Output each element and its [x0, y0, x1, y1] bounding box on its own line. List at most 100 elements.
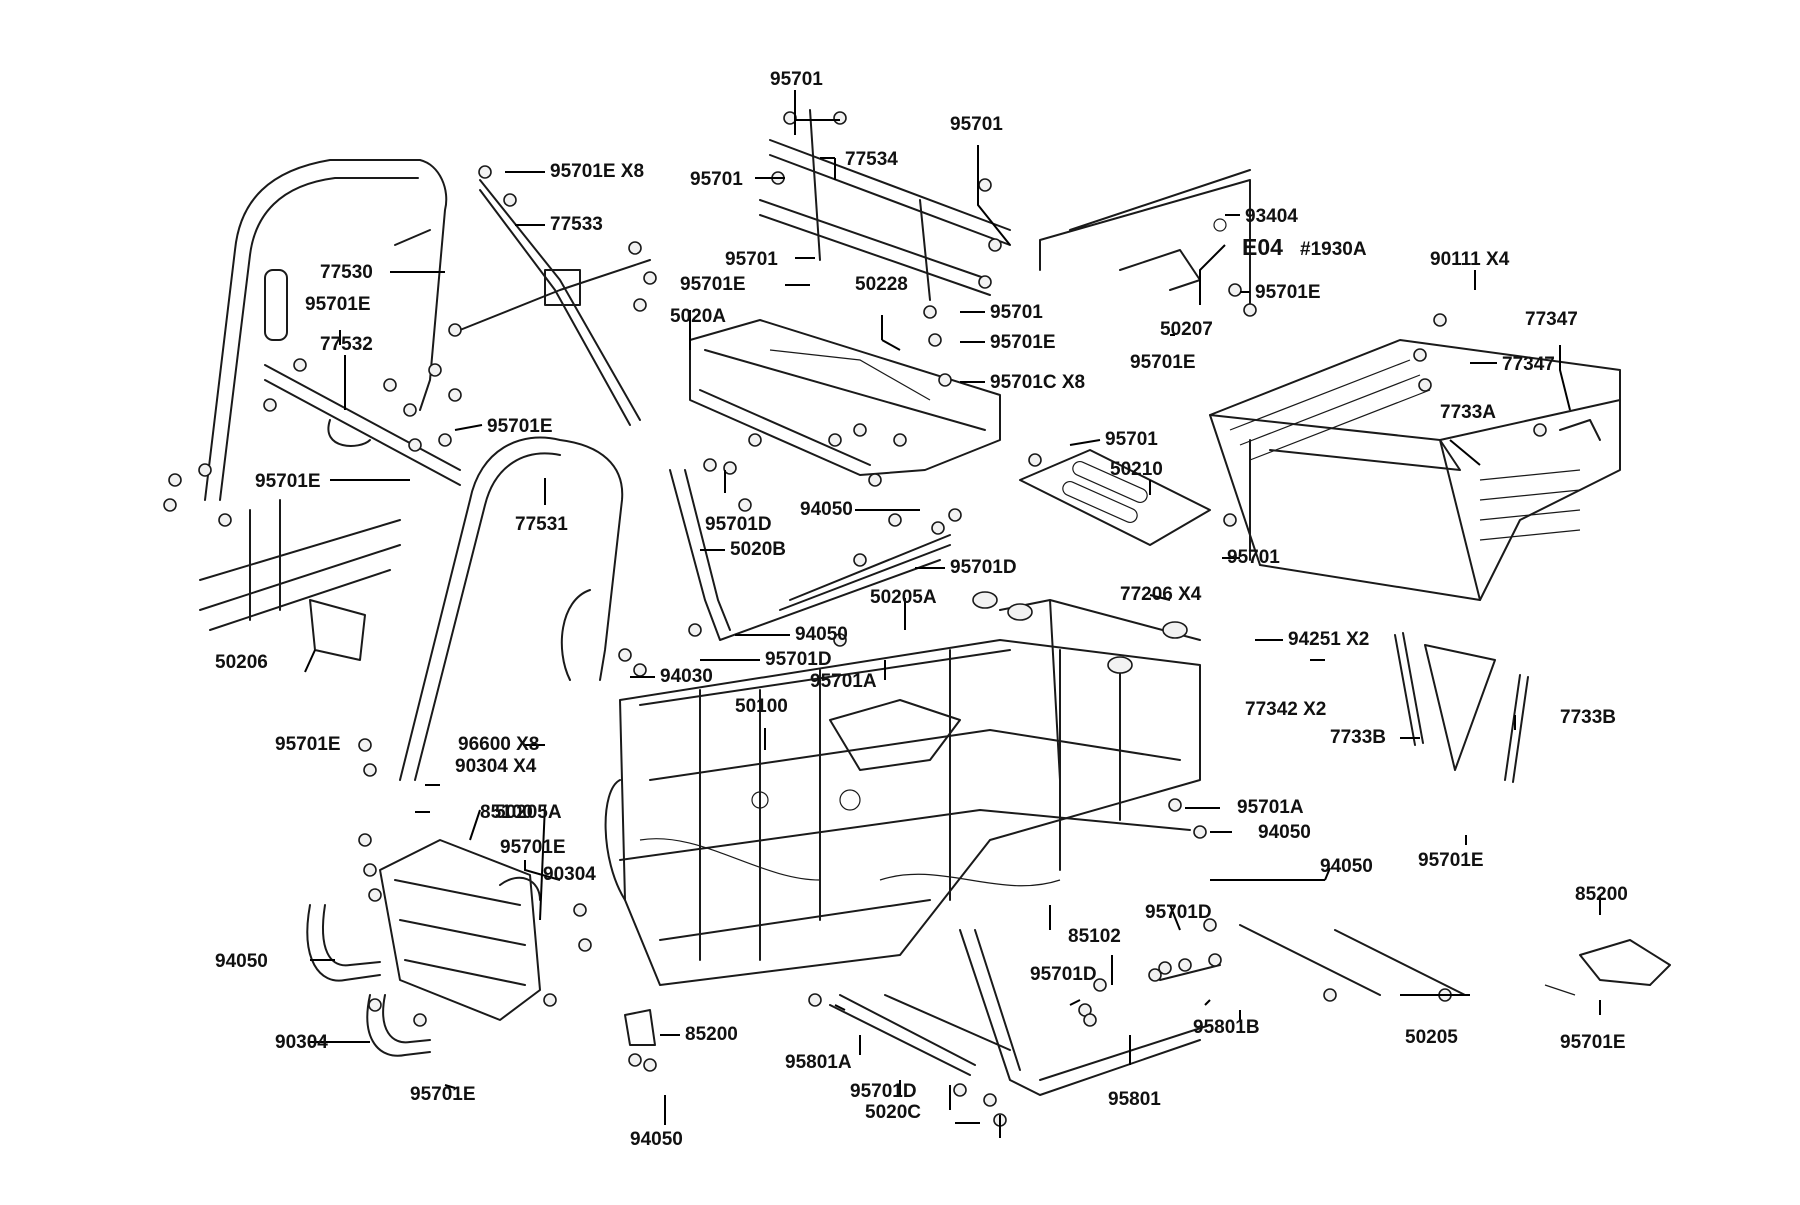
callout-label: 85200: [1575, 884, 1628, 905]
bolt-head-icon: [408, 438, 422, 452]
bolt-head-icon: [938, 373, 952, 387]
callout-label: 50205A: [870, 587, 937, 608]
bolt-head-icon: [368, 998, 382, 1012]
bolt-head-icon: [983, 1093, 997, 1107]
bolt-head-icon: [383, 378, 397, 392]
bolt-head-icon: [888, 513, 902, 527]
callout-label: 95701D: [850, 1081, 917, 1102]
bolt-head-icon: [703, 458, 717, 472]
callout-label: 95701E: [1130, 352, 1196, 373]
upper-frame-5020a-drawing: [689, 319, 1001, 476]
plate-50210-drawing: [1019, 449, 1211, 546]
bolt-head-icon: [628, 1053, 642, 1067]
frame-bracket-50207-drawing: [1039, 169, 1251, 311]
skid-plate-85102-drawing: [1544, 939, 1671, 996]
bolt-head-icon: [448, 388, 462, 402]
bolt-head-icon: [293, 358, 307, 372]
bolt-head-icon: [978, 275, 992, 289]
bolt-head-icon: [1093, 978, 1107, 992]
callout-labels: 95701 95701 77534 95701 95701E X8 77533 …: [215, 69, 1628, 1150]
bolt-head-icon: [833, 633, 847, 647]
bolt-head-icon: [438, 433, 452, 447]
callout-label: 7733B: [1560, 707, 1616, 728]
callout-label: 77530: [320, 262, 373, 283]
bolt-head-icon: [748, 433, 762, 447]
bolt-head-icon: [163, 498, 177, 512]
callout-label: 7733B: [1330, 727, 1386, 748]
side-rail-77534-drawing: [759, 109, 1011, 301]
bolt-head-icon: [363, 763, 377, 777]
callout-label: 77531: [515, 514, 568, 535]
bolt-head-icon: [448, 323, 462, 337]
shock-7733b-left-drawing: [1394, 632, 1424, 746]
bolt-head-icon: [688, 623, 702, 637]
callout-label: 50100: [735, 696, 788, 717]
bolt-head-icon: [893, 433, 907, 447]
callout-label: 95701E: [255, 471, 321, 492]
handle-85200-upper-drawing: [306, 904, 381, 982]
callout-label: 95701E: [680, 274, 746, 295]
callout-label: 96600 X8: [458, 734, 539, 755]
callout-label: 95701E: [1255, 282, 1321, 303]
bolt-head-icon: [738, 498, 752, 512]
callout-label: 95701E: [305, 294, 371, 315]
bolt-head-icon: [928, 333, 942, 347]
bolt-head-icon: [428, 363, 442, 377]
callout-label: 77534: [845, 149, 898, 170]
callout-label: 93404: [1245, 206, 1298, 227]
callout-label: 95701C X8: [990, 372, 1085, 393]
callout-label: 94050: [1258, 822, 1311, 843]
bolt-head-icon: [1533, 423, 1547, 437]
callout-label: 95701A: [810, 671, 877, 692]
bolt-head-icon: [978, 178, 992, 192]
callout-label: 95701E: [1560, 1032, 1626, 1053]
callout-label: 50205: [1405, 1027, 1458, 1048]
callout-label: 94050: [795, 624, 848, 645]
callout-label: 95701D: [765, 649, 832, 670]
callout-label: 77532: [320, 334, 373, 355]
bolt-head-icon: [853, 553, 867, 567]
callout-label: 94050: [630, 1129, 683, 1150]
bolt-head-icon: [1413, 348, 1427, 362]
callout-label: 50206: [215, 652, 268, 673]
cargo-box-7733a-drawing: [1209, 339, 1621, 601]
callout-label: 77347: [1525, 309, 1578, 330]
callout-label: 95701E: [487, 416, 553, 437]
callout-label: 95701D: [705, 514, 772, 535]
bolt-head-icon: [1228, 283, 1242, 297]
bolt-head-icon: [1418, 378, 1432, 392]
callout-label: 95701D: [1145, 902, 1212, 923]
callout-label: 95701D: [950, 557, 1017, 578]
bolt-head-icon: [358, 738, 372, 752]
callout-label: 5020C: [865, 1102, 921, 1123]
callout-label: 7733A: [1440, 402, 1496, 423]
bolt-head-icon: [931, 521, 945, 535]
bolt-head-icon: [953, 1083, 967, 1097]
callout-label: 85102: [1068, 926, 1121, 947]
bolt-head-icon: [1223, 513, 1237, 527]
callout-label: 50207: [1160, 319, 1213, 340]
bolt-head-icon: [833, 111, 847, 125]
callout-label: 94050: [1320, 856, 1373, 877]
callout-label: #1930A: [1300, 239, 1367, 260]
bolt-head-icon: [1083, 1013, 1097, 1027]
bolt-head-icon: [633, 663, 647, 677]
bolt-head-icon: [988, 238, 1002, 252]
callout-label: 95701D: [1030, 964, 1097, 985]
bolt-head-icon: [1208, 953, 1222, 967]
callout-label: 77533: [550, 214, 603, 235]
leader-lines: [304, 90, 1601, 1138]
bolt-head-icon: [413, 1013, 427, 1027]
bolt-head-icon: [363, 863, 377, 877]
bolt-head-icon: [573, 903, 587, 917]
callout-label: 94050: [800, 499, 853, 520]
bolt-head-icon: [948, 508, 962, 522]
callout-label: 90304: [543, 864, 596, 885]
callout-label: 90111 X4: [1430, 249, 1510, 270]
rods-drawing: [829, 924, 1466, 1076]
bracket-5020b-drawing: [669, 469, 951, 641]
callout-label: 95701: [690, 169, 743, 190]
callout-label: 77342 X2: [1245, 699, 1326, 720]
